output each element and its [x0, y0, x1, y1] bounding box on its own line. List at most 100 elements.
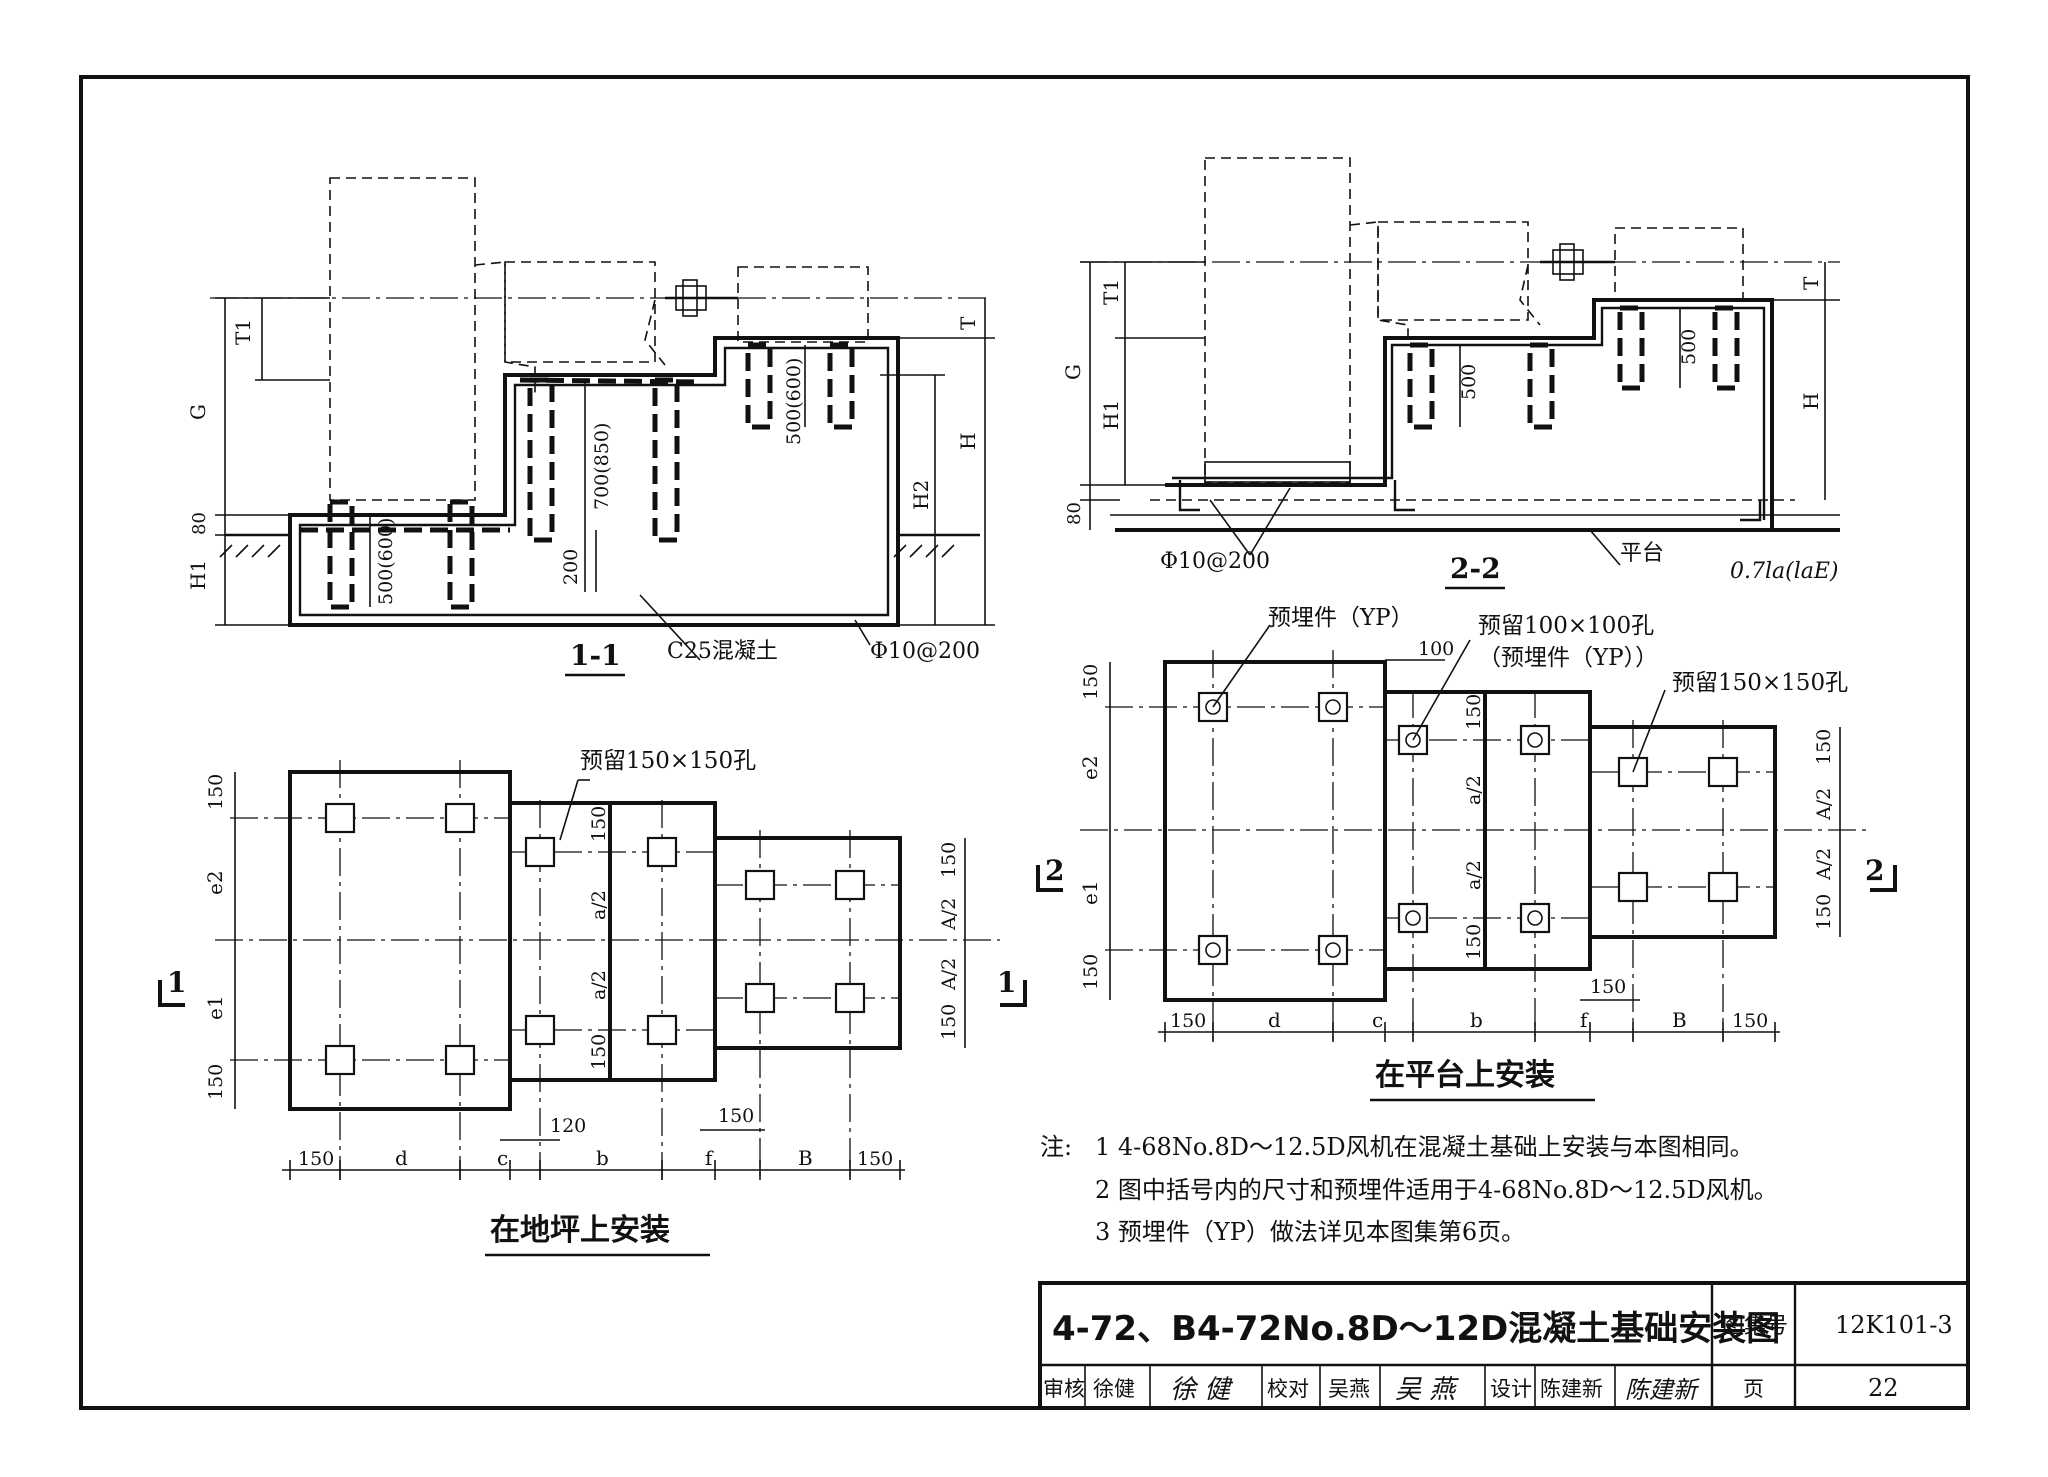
check-label: 校对 — [1267, 1377, 1309, 1401]
title-block: 4-72、B4-72No.8D～12D混凝土基础安装图 图集号 12K101-3… — [1038, 1281, 1970, 1410]
dim-80: 80 — [189, 512, 210, 535]
section-1-1: T1 G 80 H1 T H H2 700(850) 500(600) 500(… — [186, 177, 995, 677]
review-label: 审核 — [1043, 1377, 1085, 1401]
dim-a-half-top: a/2 — [588, 890, 610, 920]
dim-plan-right-150b: 150 — [938, 1004, 960, 1040]
design-name: 陈建新 — [1540, 1377, 1603, 1401]
reserve-100-sub: （预埋件（YP）） — [1478, 645, 1658, 671]
dim-plan-left-150a: 150 — [205, 774, 227, 810]
fan-inlet-outline — [504, 261, 656, 363]
review-signature: 徐 健 — [1170, 1375, 1234, 1405]
section-mark-2-right: 2 — [1865, 854, 1884, 887]
dim-g-2: G — [1061, 364, 1085, 380]
anchor-length-label: 0.7la(laE) — [1730, 559, 1839, 584]
anchor-hole — [447, 499, 475, 610]
fan-casing-outline — [329, 177, 476, 501]
plan-platform-title: 在平台上安装 — [1375, 1058, 1555, 1093]
dim-80-2: 80 — [1064, 502, 1085, 525]
section-title-2-2: 2-2 — [1450, 552, 1501, 585]
notes-prefix: 注: — [1040, 1133, 1072, 1161]
dim-p-a-half-bottom: a/2 — [1463, 860, 1485, 890]
dim-p-e1: e1 — [1078, 880, 1102, 905]
check-name: 吴燕 — [1328, 1377, 1370, 1401]
hole-label-platform: 预留150×150孔 — [1672, 670, 1848, 696]
hole-label-floor: 预留150×150孔 — [580, 748, 756, 774]
dim-c: c — [497, 1146, 508, 1170]
dim-mid-150b: 150 — [588, 1034, 610, 1070]
dim-500-600-bottom: 500(600) — [375, 518, 397, 605]
concrete-label: C25混凝土 — [667, 639, 778, 664]
dim-a2-top: A/2 — [938, 898, 960, 931]
dim-t: T — [956, 316, 980, 330]
anchor-hole — [745, 342, 773, 430]
foundation-outline-1-1 — [288, 336, 900, 627]
page-number: 22 — [1868, 1374, 1899, 1402]
dim-p-c: c — [1372, 1008, 1383, 1032]
motor-outline — [737, 266, 869, 343]
anchor-hole — [527, 377, 555, 543]
dim-plan-right-150a: 150 — [938, 842, 960, 878]
dim-p-bottom-150b: 150 — [1732, 1010, 1768, 1032]
note-3: 3 预埋件（YP）做法详见本图集第6页。 — [1095, 1218, 1525, 1246]
dim-B: B — [798, 1146, 813, 1170]
dim-p-bottom-150a: 150 — [1170, 1010, 1206, 1032]
atlas-number: 12K101-3 — [1835, 1311, 1953, 1339]
dim-h1-2: H1 — [1099, 400, 1123, 430]
rebar-label-1: Φ10@200 — [870, 639, 980, 664]
dim-p-150-extra: 150 — [1590, 976, 1626, 998]
section-2-2: T1 G H1 80 T H 500 500 Φ10@200 平台 0.7la(… — [1061, 157, 1840, 590]
dim-700-850: 700(850) — [591, 423, 613, 510]
platform-label: 平台 — [1620, 541, 1664, 566]
section-mark-2-left: 2 — [1045, 854, 1064, 887]
yp-label: 预埋件（YP） — [1268, 605, 1414, 631]
plan-floor-title: 在地坪上安装 — [490, 1213, 670, 1248]
dim-h-2: H — [1799, 393, 1823, 410]
dim-e1: e1 — [203, 995, 227, 1020]
anchor-hole — [327, 499, 355, 610]
dim-500-600-top: 500(600) — [783, 358, 805, 445]
dim-p-e2: e2 — [1078, 755, 1102, 780]
dim-t1: T1 — [231, 319, 255, 345]
dim-t1-2: T1 — [1099, 279, 1123, 305]
dim-b: b — [596, 1146, 609, 1170]
dim-p-f: f — [1580, 1008, 1589, 1032]
dim-p-a2-top: A/2 — [1813, 788, 1835, 821]
dim-bottom-150b: 150 — [857, 1148, 893, 1170]
dim-120: 120 — [550, 1115, 586, 1137]
dim-a2-bottom: A/2 — [938, 958, 960, 991]
dim-500-a: 500 — [1458, 364, 1480, 400]
dim-p-right-150a: 150 — [1813, 729, 1835, 765]
section-title-1-1: 1-1 — [570, 639, 621, 672]
dim-200: 200 — [560, 549, 582, 585]
plan-floor: 预留150×150孔 150 e2 e1 150 150 A/2 A/2 150… — [158, 748, 1027, 1257]
dim-plan-left-150b: 150 — [205, 1064, 227, 1100]
motor-base-block — [713, 836, 902, 1050]
dim-p-d: d — [1268, 1008, 1281, 1032]
dim-d: d — [395, 1146, 408, 1170]
dim-p-mid-150b: 150 — [1463, 924, 1485, 960]
dim-h1: H1 — [186, 560, 210, 590]
fan-casing-outline-2 — [1204, 157, 1351, 484]
drawing-title: 4-72、B4-72No.8D～12D混凝土基础安装图 — [1052, 1309, 1780, 1349]
dim-p-B: B — [1672, 1008, 1687, 1032]
dim-p-right-150b: 150 — [1813, 894, 1835, 930]
dim-mid-150a: 150 — [588, 806, 610, 842]
section-mark-1-right: 1 — [997, 966, 1016, 999]
anchor-hole — [827, 342, 855, 430]
dim-h2: H2 — [909, 480, 933, 510]
design-signature: 陈建新 — [1625, 1376, 1700, 1404]
note-2: 2 图中括号内的尺寸和预埋件适用于4-68No.8D～12.5D风机。 — [1095, 1176, 1778, 1204]
dim-t-2: T — [1799, 276, 1823, 290]
page-label: 页 — [1743, 1377, 1764, 1401]
dim-a-half-bottom: a/2 — [588, 970, 610, 1000]
anchor-hole — [652, 377, 680, 543]
plan-platform: 预埋件（YP） 预留100×100孔 （预埋件（YP）） 100 预留150×1… — [1036, 605, 1897, 1102]
design-label: 设计 — [1490, 1377, 1532, 1401]
atlas-label: 图集号 — [1722, 1314, 1788, 1339]
dim-h: H — [956, 433, 980, 450]
dim-g: G — [186, 404, 210, 420]
dim-500-b: 500 — [1678, 329, 1700, 365]
dim-p-a-half-top: a/2 — [1463, 775, 1485, 805]
rebar-label-2: Φ10@200 — [1160, 549, 1270, 574]
